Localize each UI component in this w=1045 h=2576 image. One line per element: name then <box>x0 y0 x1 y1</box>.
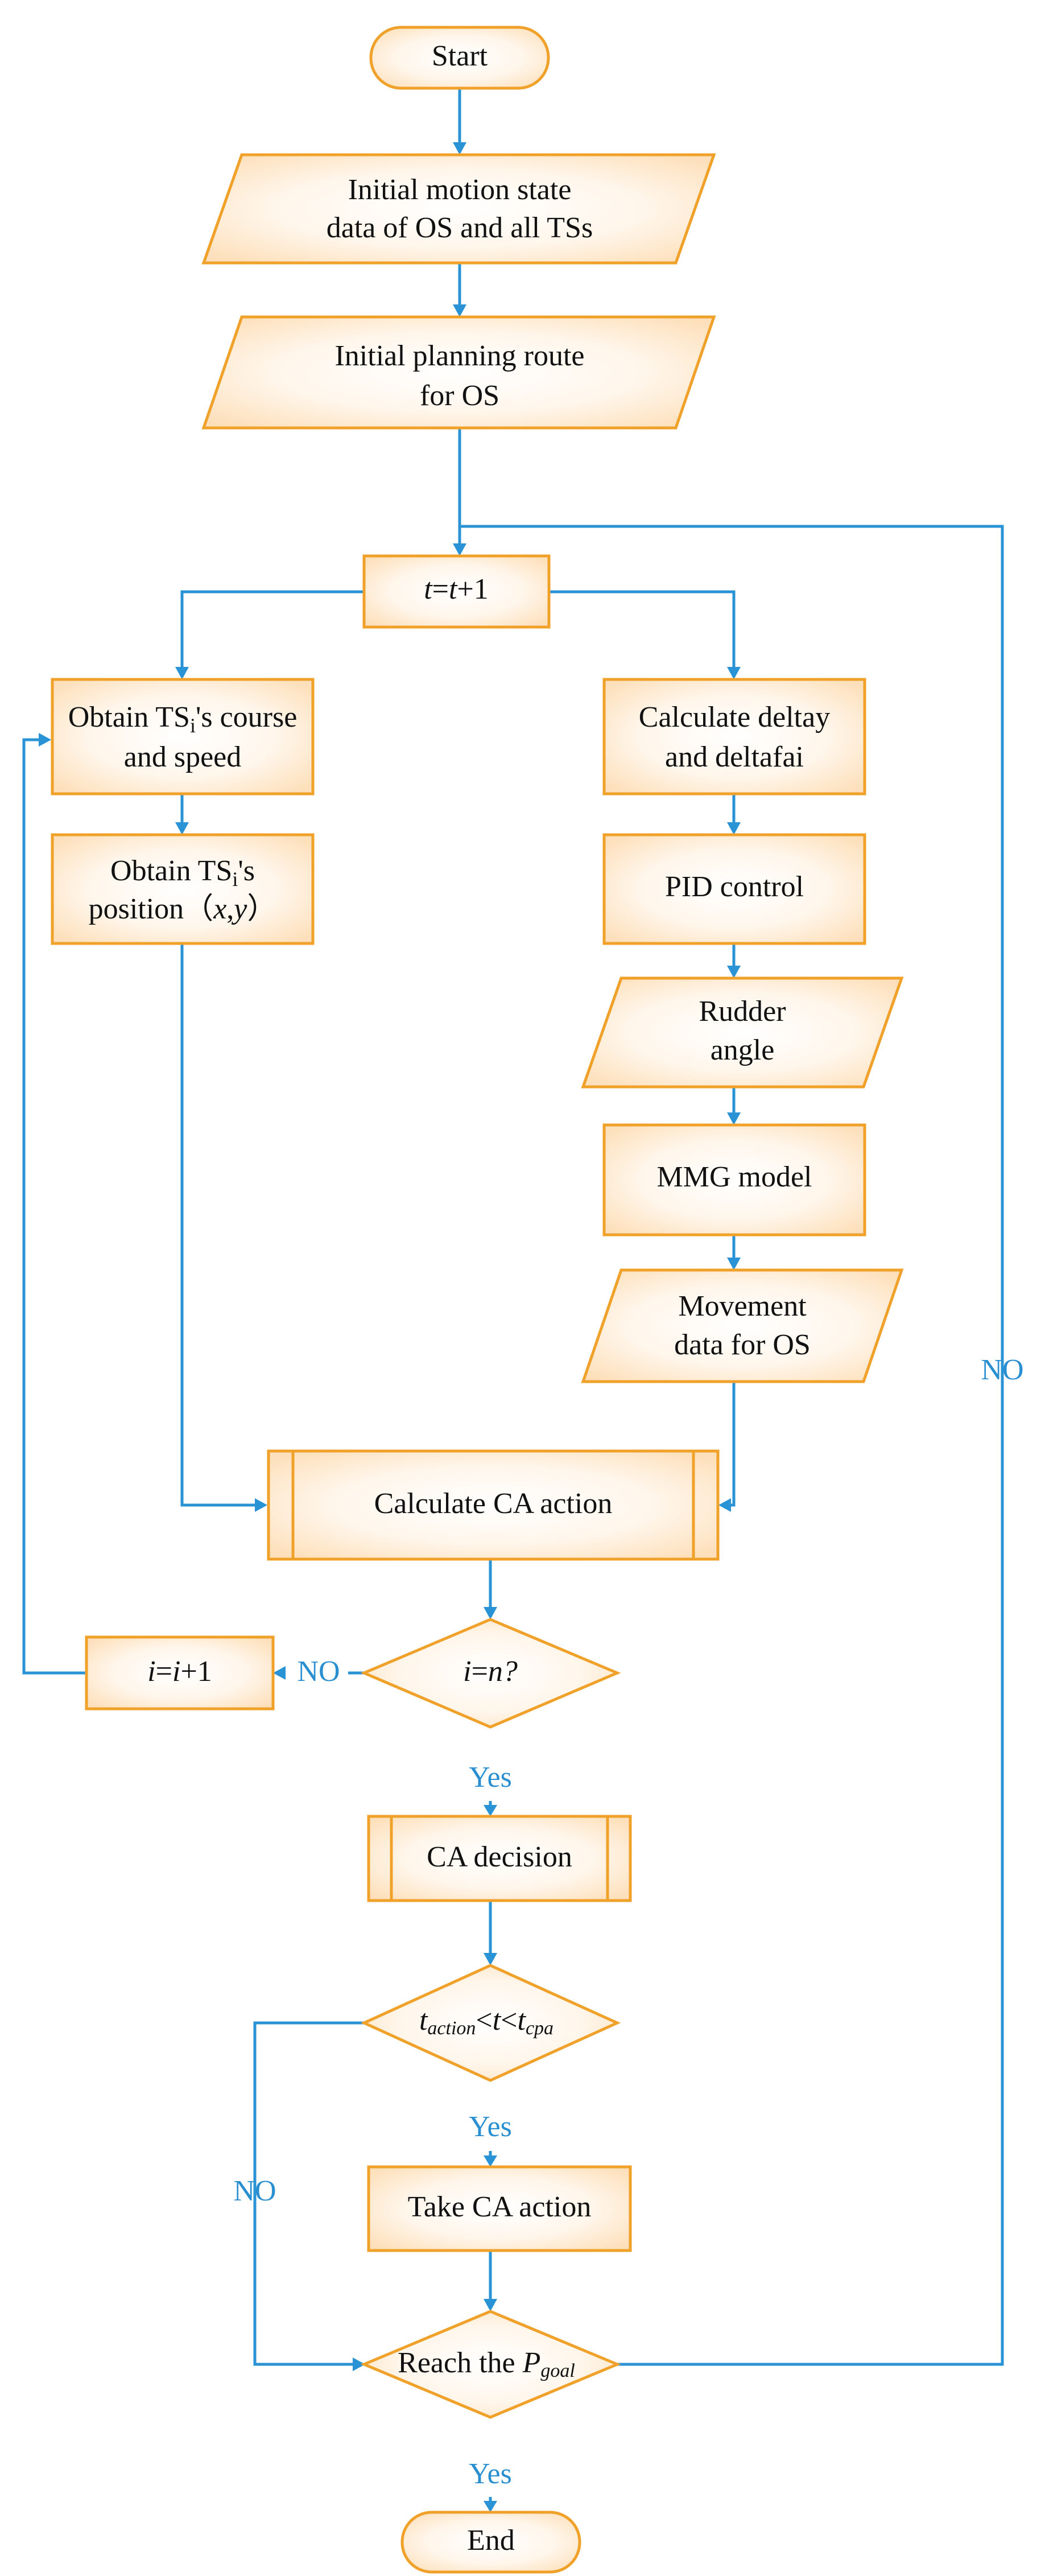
edge-increment-to-course <box>22 738 86 1675</box>
arrowhead <box>484 2299 497 2311</box>
initial-motion-line1: Initial motion state <box>348 174 572 206</box>
pid-label: PID control <box>665 871 804 903</box>
arrowhead <box>718 1498 731 1512</box>
calc-delta-line1: Calculate deltay <box>639 701 830 733</box>
arrowhead <box>353 2357 365 2371</box>
arrowhead <box>727 1258 741 1270</box>
calc-delta-line2: and deltafai <box>665 741 804 773</box>
rudder-node: Rudder angle <box>581 976 904 1089</box>
reach-goal-label: Reach the Pgoal <box>398 2347 575 2381</box>
mmg-label: MMG model <box>657 1161 812 1193</box>
movement-line1: Movement <box>678 1290 807 1322</box>
label-no-loop-i: NO <box>297 1655 340 1688</box>
i-eq-n-label: i=n? <box>463 1655 518 1688</box>
obtain-position-line1: Obtain TSi's <box>110 855 255 891</box>
label-yes-after-time: Yes <box>469 2111 512 2143</box>
calc-ca-label: Calculate CA action <box>374 1487 613 1520</box>
calc-ca-node: Calculate CA action <box>267 1449 720 1561</box>
rudder-line1: Rudder <box>699 995 786 1028</box>
arrowhead <box>727 1112 741 1125</box>
initial-motion-node: Initial motion state data of OS and all … <box>201 153 716 265</box>
start-node: Start <box>369 26 550 90</box>
edge-labels: NO Yes Yes NO Yes NO <box>233 1354 1023 2490</box>
arrowhead <box>484 2155 497 2167</box>
end-node: End <box>400 2511 581 2574</box>
nodes: Start Initial motion state data of OS an… <box>51 26 904 2574</box>
obtain-course-line2: and speed <box>124 741 241 773</box>
movement-node: Movement data for OS <box>581 1268 904 1383</box>
reach-goal-node: Reach the Pgoal <box>360 2310 621 2419</box>
arrowhead <box>175 667 189 679</box>
pid-node: PID control <box>602 833 866 945</box>
arrowhead <box>453 304 466 317</box>
time-check-label: taction<t<tcpa <box>419 2004 554 2039</box>
obtain-position-line2: position（x,y） <box>89 893 277 925</box>
arrowhead <box>453 142 466 155</box>
arrowhead <box>727 667 741 679</box>
obtain-position-node: Obtain TSi's position（x,y） <box>51 833 315 945</box>
i-eq-n-node: i=n? <box>360 1618 621 1729</box>
label-yes-end: Yes <box>469 2458 512 2490</box>
initial-motion-line2: data of OS and all TSs <box>327 212 593 244</box>
edges <box>22 88 1004 2512</box>
arrowhead <box>453 543 466 556</box>
t-increment-label: t=t+1 <box>424 573 489 605</box>
arrowhead <box>727 822 741 835</box>
time-check-node: taction<t<tcpa <box>360 1964 621 2082</box>
label-no-left: NO <box>233 2175 276 2207</box>
edge-movement-to-calc <box>731 1382 736 1507</box>
take-action-label: Take CA action <box>408 2191 592 2223</box>
label-yes-after-i: Yes <box>469 1761 512 1794</box>
initial-route-node: Initial planning route for OS <box>201 315 716 430</box>
arrowhead <box>484 1607 497 1619</box>
movement-line2: data for OS <box>674 1329 811 1361</box>
take-action-node: Take CA action <box>367 2165 632 2252</box>
edge-t-to-delta <box>549 590 736 667</box>
initial-route-line1: Initial planning route <box>334 340 584 372</box>
arrowhead <box>255 1498 267 1512</box>
edge-t-to-course <box>180 590 364 667</box>
initial-route-line2: for OS <box>420 380 499 412</box>
calc-delta-node: Calculate deltay and deltafai <box>602 678 866 796</box>
end-label: End <box>467 2524 515 2557</box>
start-label: Start <box>432 40 488 72</box>
i-increment-node: i=i+1 <box>85 1635 275 1711</box>
arrowhead <box>484 1805 497 1816</box>
ca-decision-label: CA decision <box>427 1841 572 1873</box>
obtain-course-node: Obtain TSi's course and speed <box>51 678 315 796</box>
arrowhead <box>727 966 741 978</box>
arrowhead <box>175 822 189 835</box>
rudder-line2: angle <box>711 1034 775 1066</box>
edge-goal-no-to-t <box>460 525 1004 2366</box>
arrowhead <box>39 733 51 747</box>
i-increment-label: i=i+1 <box>147 1655 212 1688</box>
ca-decision-node: CA decision <box>367 1815 632 1902</box>
arrowhead <box>273 1666 286 1680</box>
edge-position-to-calc <box>180 943 255 1507</box>
t-increment-node: t=t+1 <box>362 554 551 629</box>
edge-timecheck-no-to-goal <box>253 2021 364 2366</box>
arrowhead <box>484 1953 497 1965</box>
arrowhead <box>484 2501 497 2512</box>
obtain-course-line1: Obtain TSi's course <box>68 701 298 737</box>
label-no-right: NO <box>981 1354 1023 1386</box>
mmg-node: MMG model <box>602 1123 866 1237</box>
